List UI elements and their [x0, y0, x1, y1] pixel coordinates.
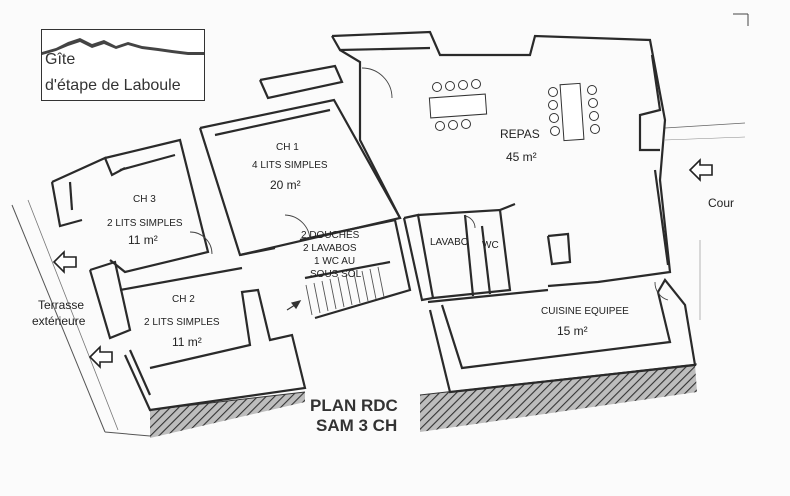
repas-name: REPAS [500, 127, 540, 141]
logo-line1: Gîte [45, 51, 76, 68]
logo: Gîte d'étape de Laboule [41, 29, 205, 101]
terrace-boundary-inner [27, 199, 119, 431]
terrace-boundary-outer [11, 204, 106, 433]
repas-area: 45 m² [506, 150, 537, 164]
wc-label: WC [482, 240, 499, 251]
cour-arrow-icon [688, 158, 713, 182]
ground-hatch-left [150, 392, 305, 438]
dining-table-left [428, 79, 488, 131]
plan-title-line2: SAM 3 CH [316, 416, 398, 435]
sanitary-line3: 1 WC AU [314, 256, 356, 267]
sanitary-line1: 2 DOUCHES [301, 230, 360, 241]
terrasse-label-line2: extérieure [32, 314, 86, 328]
courtyard-line [664, 122, 746, 129]
cuisine-area: 15 m² [557, 324, 588, 338]
ch3-area: 11 m² [128, 233, 158, 247]
mountain-logo-icon [42, 38, 204, 55]
terrace-arrow-bottom-icon [88, 345, 113, 369]
plan-title-line1: PLAN RDC [310, 396, 398, 415]
logo-line2: d'étape de Laboule [45, 77, 181, 94]
sanitary-line4: SOUS SOL [310, 269, 362, 280]
terrasse-label-line1: Terrasse [38, 298, 85, 312]
dining-table-right [548, 82, 600, 142]
walls [50, 30, 697, 412]
cuisine-name: CUISINE EQUIPEE [541, 306, 629, 317]
terrace-arrow-top-icon [52, 250, 77, 274]
ch3-beds: 2 LITS SIMPLES [107, 218, 183, 229]
stair-arrow-icon [286, 300, 302, 311]
ch2-beds: 2 LITS SIMPLES [144, 317, 220, 328]
cour-label: Cour [708, 196, 735, 210]
ch3-name: CH 3 [133, 194, 156, 205]
ground-hatch-right [420, 364, 697, 432]
ch2-area: 11 m² [172, 335, 202, 349]
ch1-beds: 4 LITS SIMPLES [252, 160, 328, 171]
lavabo-label: LAVABO [430, 237, 469, 248]
sanitary-line2: 2 LAVABOS [303, 243, 357, 254]
ch1-name: CH 1 [276, 142, 299, 153]
staircase [305, 266, 385, 316]
ch2-name: CH 2 [172, 294, 195, 305]
door-swings [189, 67, 669, 301]
ch1-area: 20 m² [270, 178, 301, 192]
